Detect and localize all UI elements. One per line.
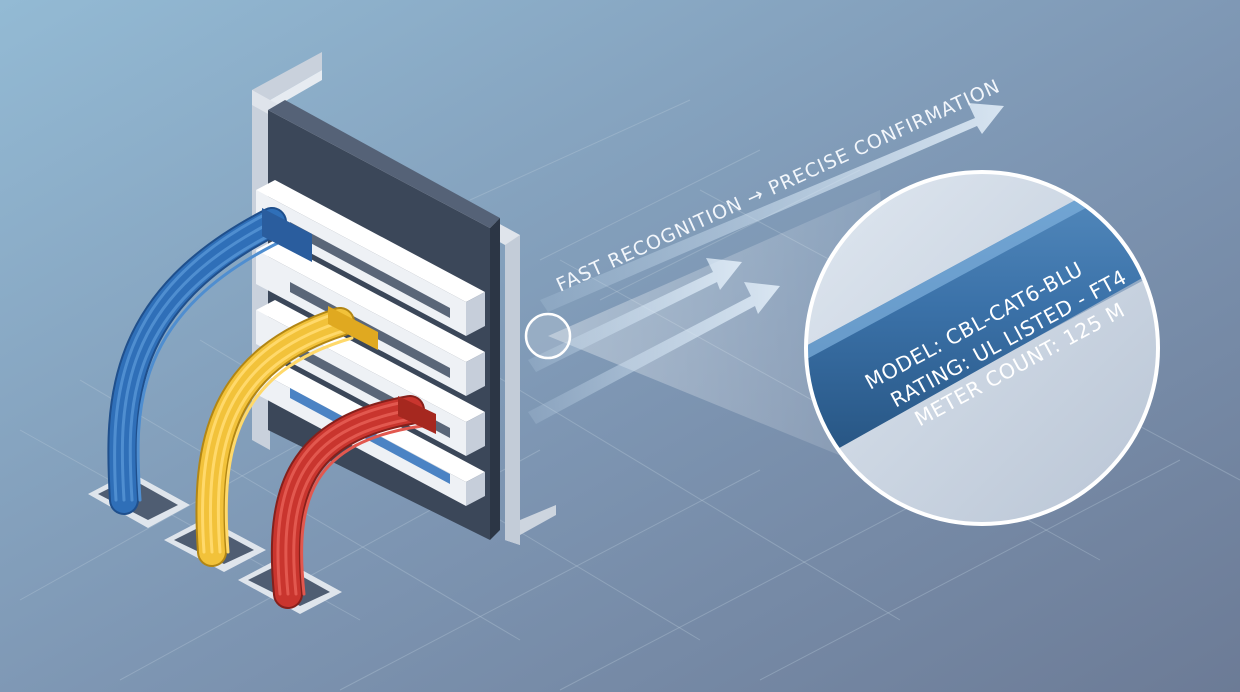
cable-bundle-blue bbox=[107, 207, 312, 515]
arrow-upper bbox=[540, 103, 1004, 312]
focus-ring bbox=[524, 312, 572, 360]
cable-bundle-yellow bbox=[195, 306, 378, 567]
patch-panel-1 bbox=[256, 180, 485, 336]
arrow-lower bbox=[528, 282, 780, 424]
zoom-beam bbox=[548, 190, 900, 480]
cable-bundle-red bbox=[270, 395, 436, 609]
arrow-middle bbox=[528, 258, 742, 372]
direction-arrows bbox=[528, 103, 1004, 424]
